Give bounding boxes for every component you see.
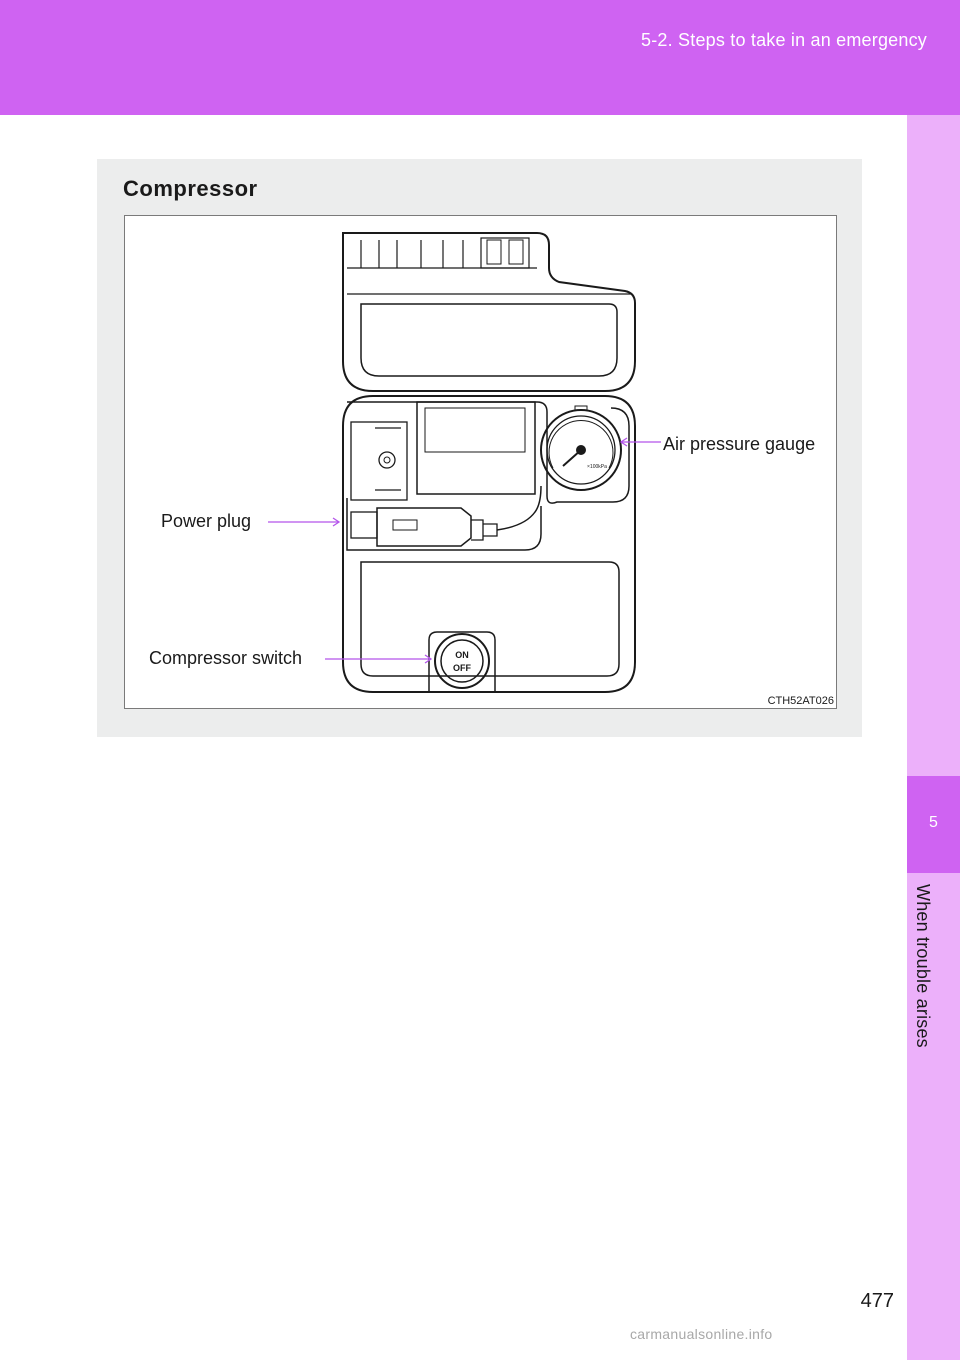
side-thumb-strip (907, 115, 960, 1360)
watermark[interactable]: carmanualsonline.info (630, 1326, 773, 1342)
figure-code: CTH52AT026 (767, 695, 834, 707)
page-number: 477 (860, 1290, 894, 1312)
compressor-figure: ON OFF ×100kPa Air pressure gauge Power … (124, 215, 837, 709)
switch-off-label: OFF (453, 663, 471, 673)
power-plug-label: Power plug (161, 511, 252, 531)
switch-callout-arrow (424, 654, 433, 664)
section-title: 5-2. Steps to take in an emergency (641, 30, 927, 50)
plug-callout-arrow (332, 517, 341, 527)
air-pressure-gauge-label: Air pressure gauge (663, 434, 816, 454)
gauge-callout-arrow (619, 437, 628, 447)
chapter-tab[interactable]: 5 (907, 776, 960, 873)
compressor-illustration: ON OFF ×100kPa (268, 232, 661, 693)
panel-title: Compressor (123, 176, 258, 201)
switch-on-label: ON (455, 650, 469, 660)
chapter-title: When trouble arises (913, 884, 933, 1048)
chapter-number: 5 (929, 814, 938, 831)
compressor-panel: Compressor (97, 159, 862, 737)
compressor-switch-label: Compressor switch (149, 648, 303, 668)
gauge-unit-label: ×100kPa (587, 464, 607, 470)
header-band: 5-2. Steps to take in an emergency (0, 0, 960, 115)
